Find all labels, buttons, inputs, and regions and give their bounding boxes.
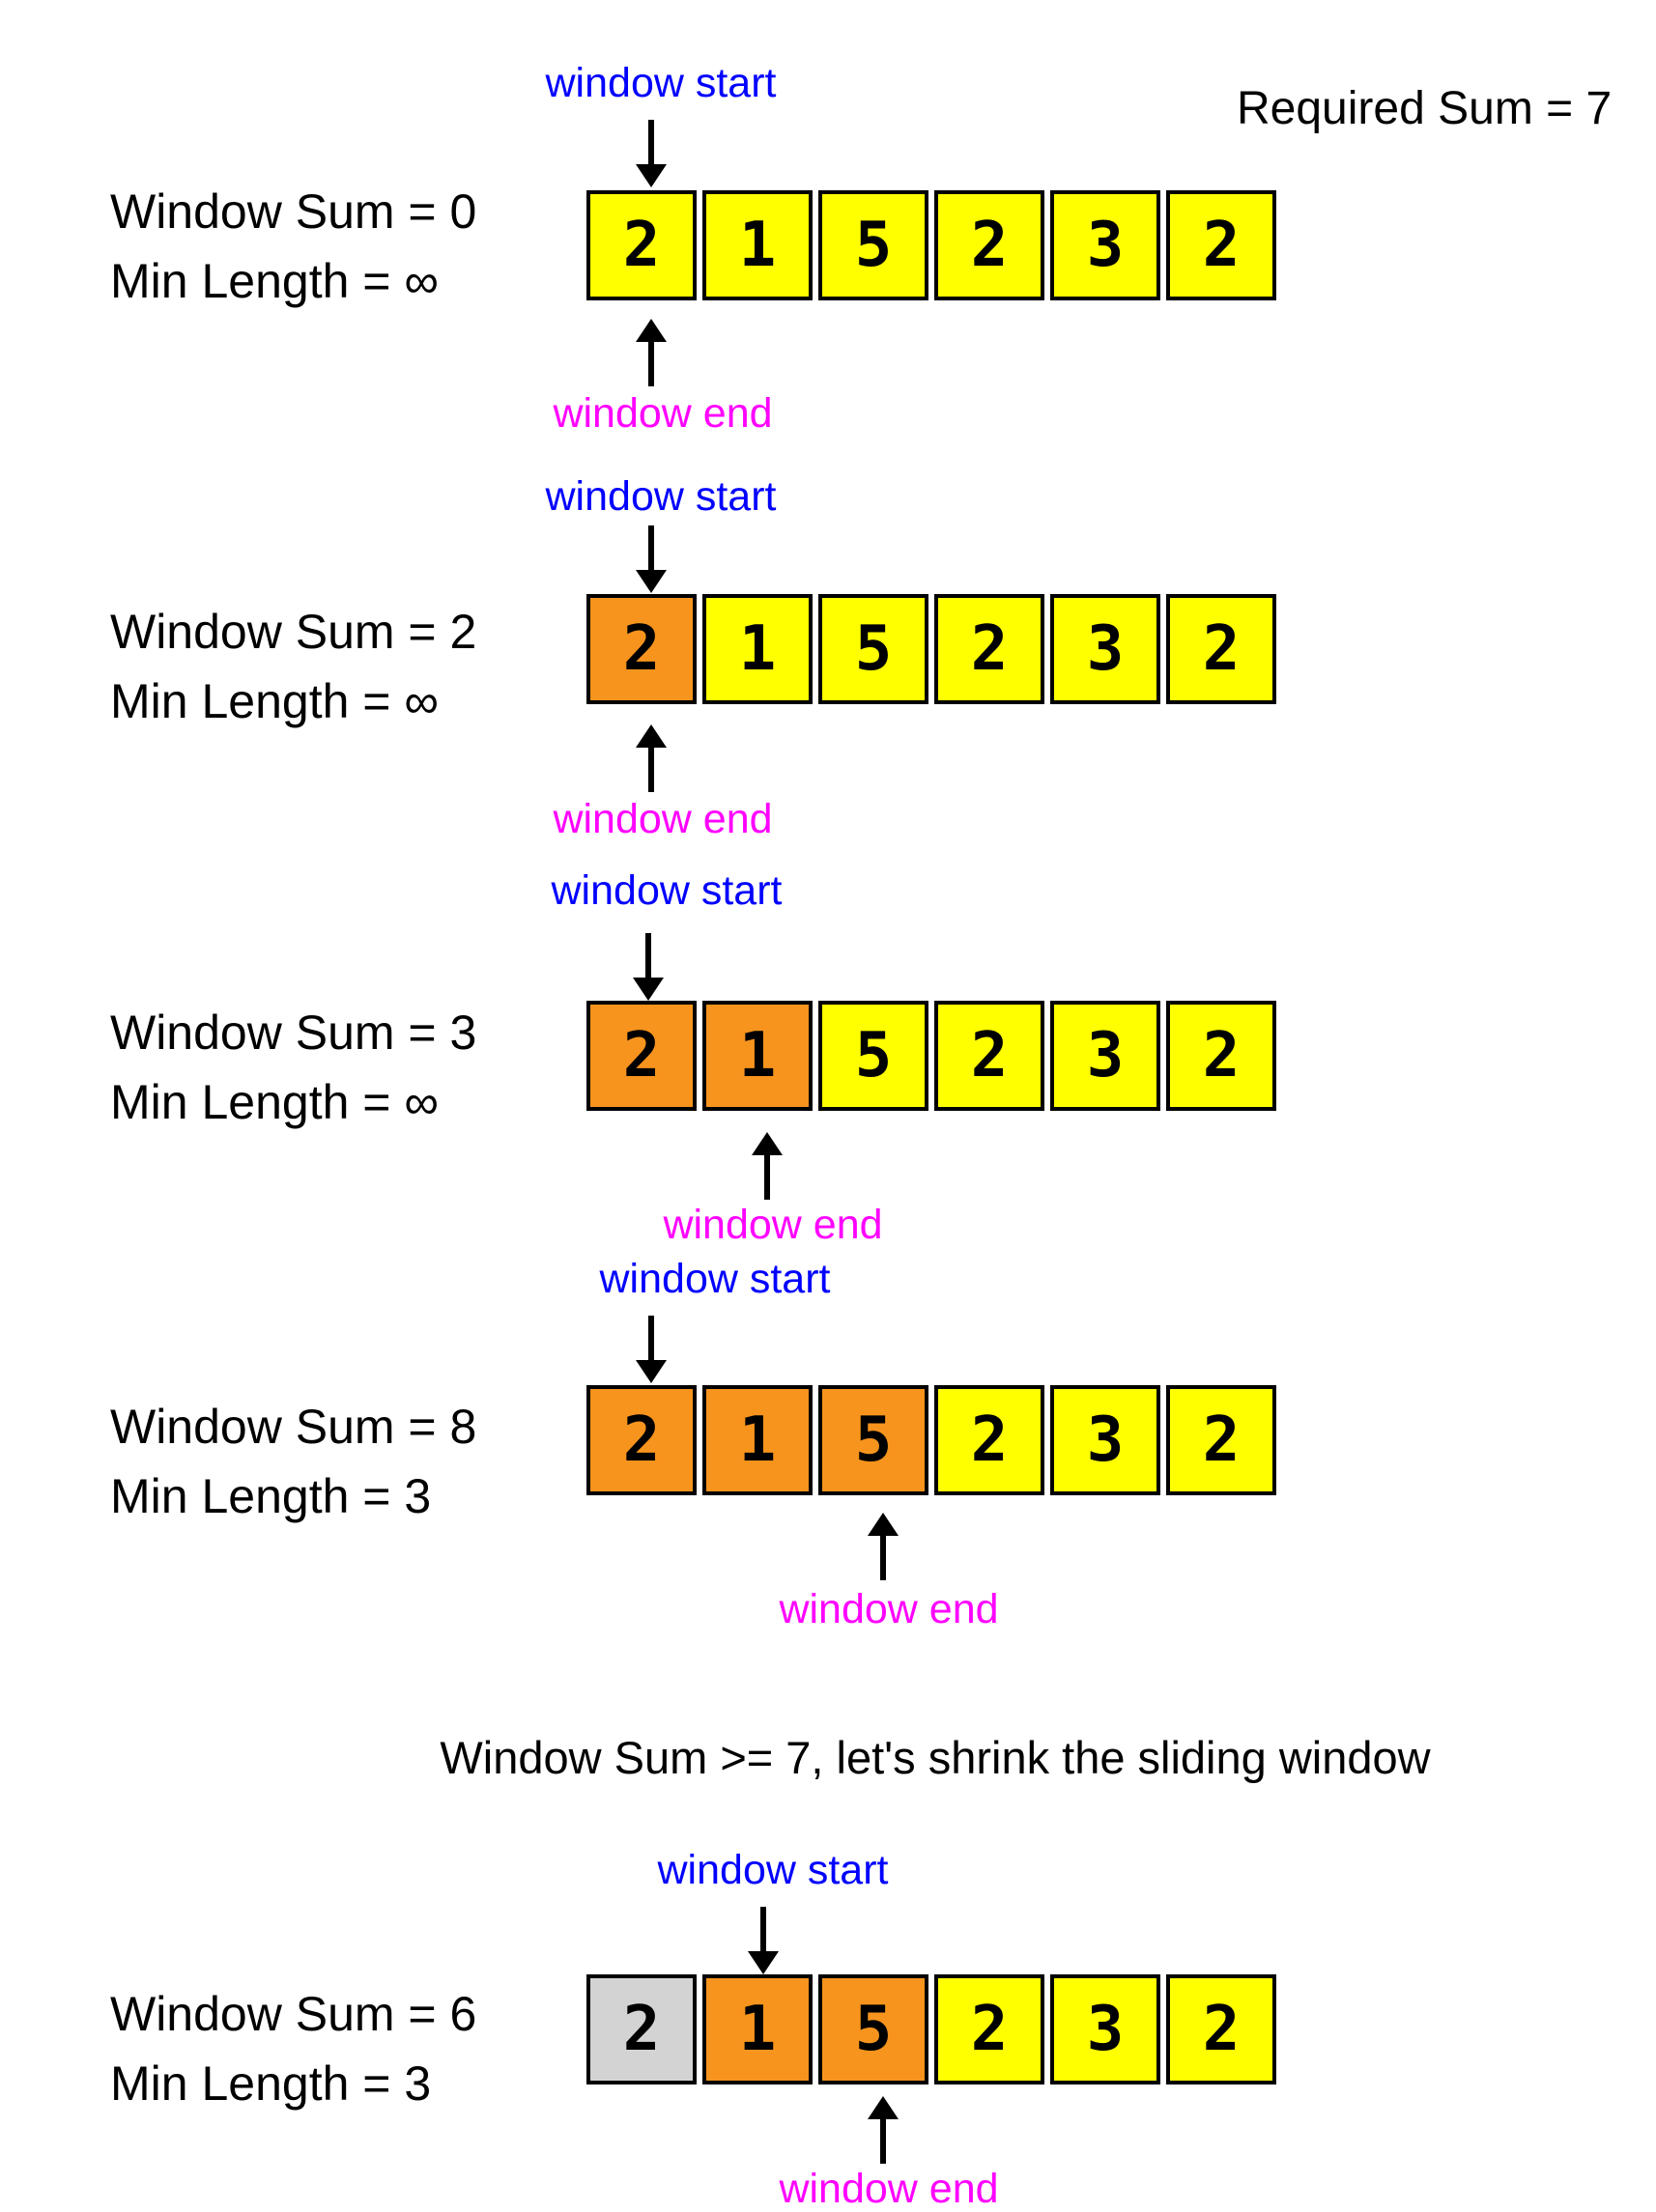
window-end-label: window end: [553, 390, 773, 437]
array-cell: 1: [702, 1974, 813, 2084]
min-length-label: Min Length = ∞: [110, 254, 440, 308]
min-length-label: Min Length = 3: [110, 1469, 432, 1523]
array-cell: 2: [1166, 190, 1276, 300]
array-cell: 2: [586, 1974, 697, 2084]
min-length-label: Min Length = ∞: [110, 674, 440, 728]
window-sum-label: Window Sum = 2: [110, 605, 477, 659]
array-cell: 2: [586, 1385, 697, 1495]
window-sum-label: Window Sum = 0: [110, 184, 477, 239]
array-cell: 5: [818, 1001, 928, 1111]
array-cell: 2: [1166, 1001, 1276, 1111]
array-cell: 2: [934, 1385, 1044, 1495]
window-sum-label: Window Sum = 3: [110, 1006, 477, 1060]
array-cell: 5: [818, 1974, 928, 2084]
array-cell: 3: [1050, 1001, 1160, 1111]
arrow-down-icon: [633, 933, 664, 1001]
array-cell: 2: [1166, 1974, 1276, 2084]
arrow-up-icon: [752, 1132, 783, 1200]
arrow-down-icon: [748, 1907, 779, 1974]
arrow-up-icon: [868, 1513, 899, 1580]
array-cell: 5: [818, 594, 928, 704]
window-start-label: window start: [545, 60, 777, 106]
array: 2 1 5 2 3 2: [586, 190, 1276, 300]
window-start-label: window start: [545, 473, 777, 520]
array-cell: 1: [702, 594, 813, 704]
array: 2 1 5 2 3 2: [586, 1974, 1276, 2084]
array-cell: 2: [934, 1001, 1044, 1111]
window-end-label: window end: [779, 1586, 999, 1632]
array-cell: 5: [818, 190, 928, 300]
array-cell: 2: [1166, 594, 1276, 704]
array-cell: 3: [1050, 594, 1160, 704]
array-cell: 3: [1050, 1974, 1160, 2084]
array: 2 1 5 2 3 2: [586, 594, 1276, 704]
array-cell: 2: [934, 1974, 1044, 2084]
array-cell: 2: [586, 594, 697, 704]
shrink-note: Window Sum >= 7, let's shrink the slidin…: [440, 1732, 1431, 1783]
window-end-label: window end: [663, 1202, 883, 1248]
min-length-label: Min Length = ∞: [110, 1075, 440, 1129]
window-start-label: window start: [551, 867, 783, 914]
window-sum-label: Window Sum = 6: [110, 1987, 477, 2041]
array-cell: 3: [1050, 190, 1160, 300]
window-sum-label: Window Sum = 8: [110, 1400, 477, 1454]
arrow-down-icon: [636, 525, 667, 593]
window-start-label: window start: [599, 1256, 831, 1302]
arrow-up-icon: [868, 2096, 899, 2164]
array-cell: 1: [702, 1001, 813, 1111]
array-cell: 1: [702, 1385, 813, 1495]
array-cell: 2: [1166, 1385, 1276, 1495]
array-cell: 2: [934, 594, 1044, 704]
arrow-up-icon: [636, 724, 667, 792]
array-cell: 3: [1050, 1385, 1160, 1495]
arrow-up-icon: [636, 319, 667, 386]
window-end-label: window end: [779, 2166, 999, 2212]
min-length-label: Min Length = 3: [110, 2056, 432, 2111]
array-cell: 1: [702, 190, 813, 300]
array-cell: 2: [586, 1001, 697, 1111]
array: 2 1 5 2 3 2: [586, 1001, 1276, 1111]
array-cell: 2: [586, 190, 697, 300]
array: 2 1 5 2 3 2: [586, 1385, 1276, 1495]
array-cell: 5: [818, 1385, 928, 1495]
window-start-label: window start: [657, 1847, 889, 1893]
array-cell: 2: [934, 190, 1044, 300]
arrow-down-icon: [636, 1316, 667, 1383]
arrow-down-icon: [636, 120, 667, 187]
window-end-label: window end: [553, 796, 773, 842]
required-sum-label: Required Sum = 7: [1237, 83, 1613, 134]
